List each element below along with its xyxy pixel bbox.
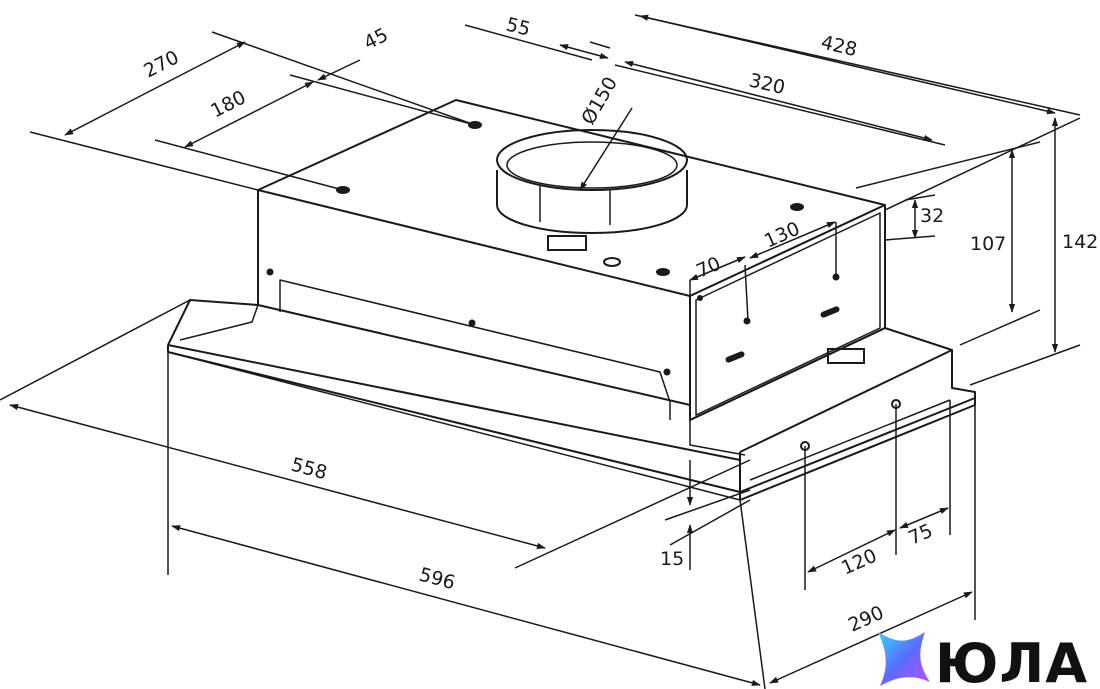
dim-290: 290 bbox=[845, 602, 887, 637]
dim-15: 15 bbox=[660, 548, 684, 570]
dimension-labels: 270 180 45 55 428 320 Ø150 32 107 142 70… bbox=[140, 14, 1098, 637]
hood-body bbox=[167, 99, 976, 501]
dim-428: 428 bbox=[819, 31, 859, 61]
dim-142: 142 bbox=[1062, 231, 1098, 253]
logo-text: ЮЛА bbox=[935, 632, 1088, 689]
dim-duct-diameter: Ø150 bbox=[577, 73, 622, 128]
dim-596: 596 bbox=[417, 564, 458, 595]
dim-120: 120 bbox=[838, 545, 880, 580]
extension-lines bbox=[0, 14, 1081, 689]
dim-45: 45 bbox=[360, 24, 392, 55]
duct-collar bbox=[496, 129, 688, 234]
brand-logo: ЮЛА bbox=[878, 632, 1088, 689]
dimension-lines bbox=[9, 14, 1059, 686]
dim-32: 32 bbox=[920, 205, 944, 227]
yula-star-icon bbox=[878, 632, 930, 686]
dim-107: 107 bbox=[970, 233, 1006, 255]
dim-558: 558 bbox=[289, 454, 330, 485]
